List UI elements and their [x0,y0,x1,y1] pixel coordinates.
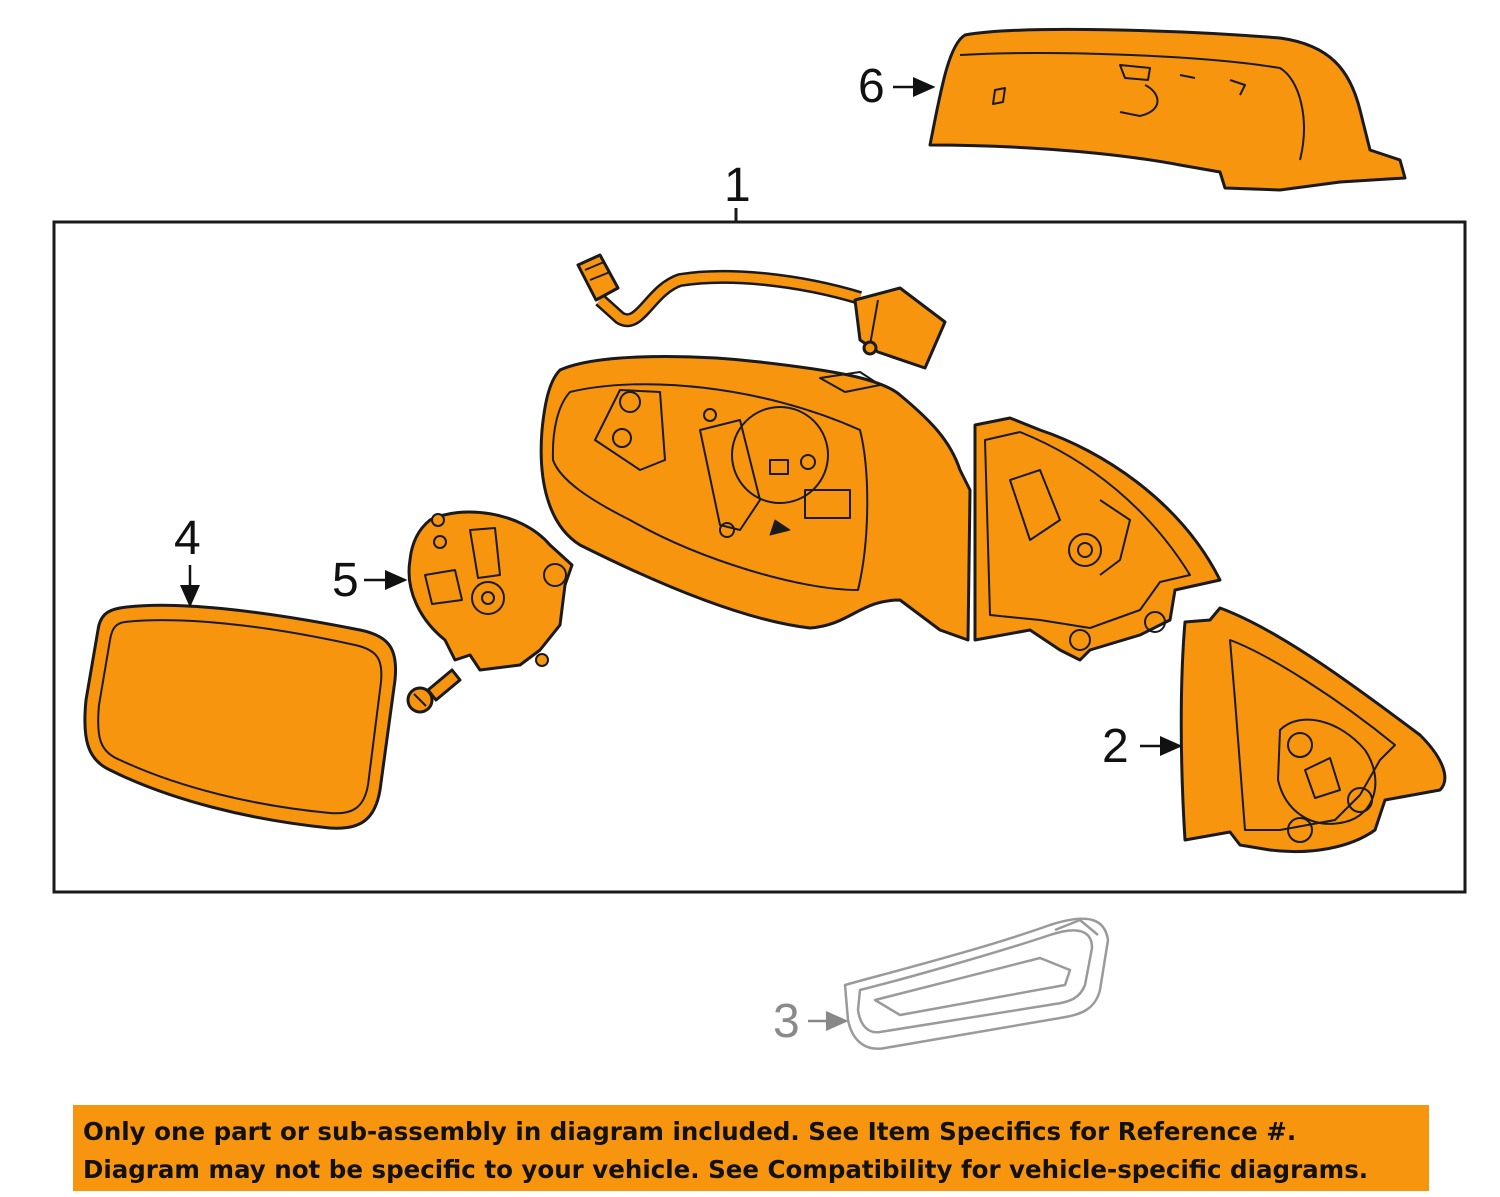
wiring-harness [576,253,947,370]
screw [406,668,462,714]
assembly-frame [52,220,1467,894]
part-6-mirror-cover [928,27,1407,192]
part-3-side-marker [843,917,1110,1051]
callout-6-label: 6 [858,60,885,113]
callout-5-label: 5 [332,554,359,607]
mirror-base-bracket [973,416,1222,662]
disclaimer-line-2: Diagram may not be specific to your vehi… [83,1155,1369,1184]
disclaimer-line-1: Only one part or sub-assembly in diagram… [83,1117,1297,1146]
part-2-lower-cover [1179,606,1447,854]
part-5-actuator [407,510,574,672]
callout-2-label: 2 [1102,720,1129,773]
callout-3-label: 3 [773,995,800,1048]
callout-1-label: 1 [724,159,751,212]
callout-4-label: 4 [174,512,201,565]
part-4-mirror-glass [83,603,398,830]
part-1-mirror-housing [539,355,972,642]
disclaimer-banner: Only one part or sub-assembly in diagram… [73,1105,1429,1191]
